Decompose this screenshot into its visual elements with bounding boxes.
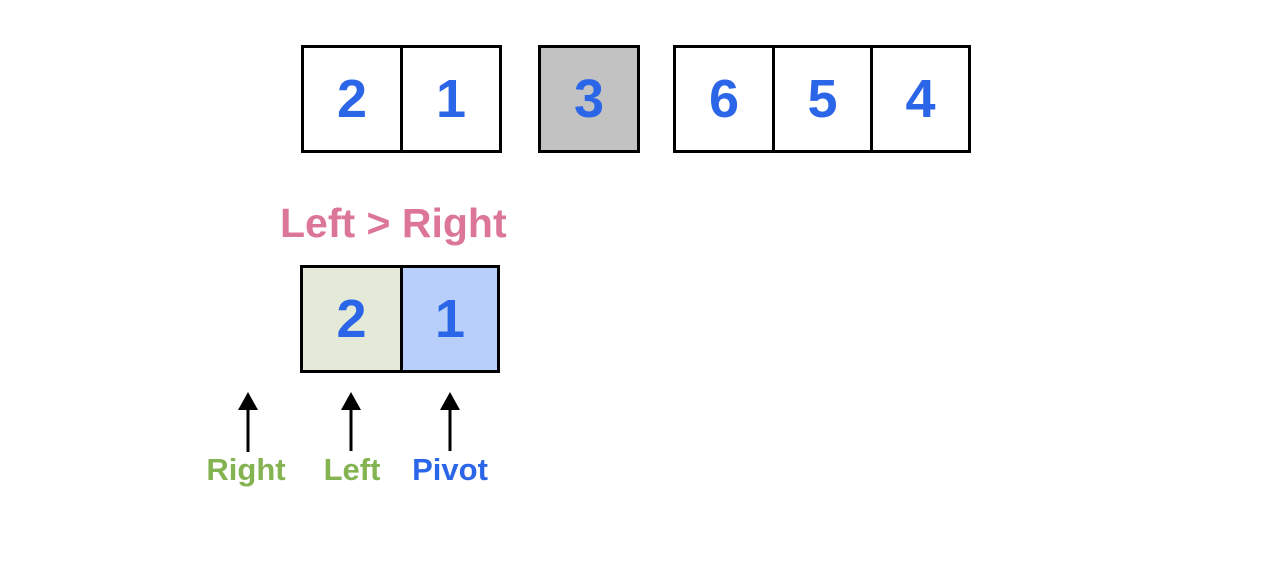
condition-label: Left > Right <box>280 200 507 246</box>
pivot-cell: 1 <box>400 265 500 373</box>
left-pointer-label: Left <box>323 452 381 487</box>
cell-value: 6 <box>708 69 740 129</box>
cell-value: 2 <box>336 69 368 129</box>
right-arrow <box>238 392 258 452</box>
array-cell: 4 <box>870 45 971 153</box>
pivot-pointer-label: Pivot <box>412 452 488 487</box>
pivot-partition: 3 <box>538 45 640 153</box>
pivot-cell: 3 <box>538 45 640 153</box>
array-cell: 2 <box>301 45 403 153</box>
sub-array: 2 1 <box>300 265 500 373</box>
array-cell: 1 <box>400 45 502 153</box>
left-partition: 2 1 <box>301 45 502 153</box>
left-arrow <box>341 392 361 451</box>
cell-value: 1 <box>435 69 467 129</box>
right-partition: 6 5 4 <box>673 45 971 153</box>
pivot-arrow <box>440 392 460 451</box>
cell-value: 3 <box>573 69 605 129</box>
cell-value: 1 <box>434 289 466 349</box>
right-pointer-label: Right <box>206 452 286 487</box>
cell-value: 4 <box>905 69 936 129</box>
array-cell: 6 <box>673 45 775 153</box>
cell-value: 5 <box>807 69 838 129</box>
cell-value: 2 <box>336 289 367 349</box>
array-cell: 5 <box>772 45 873 153</box>
